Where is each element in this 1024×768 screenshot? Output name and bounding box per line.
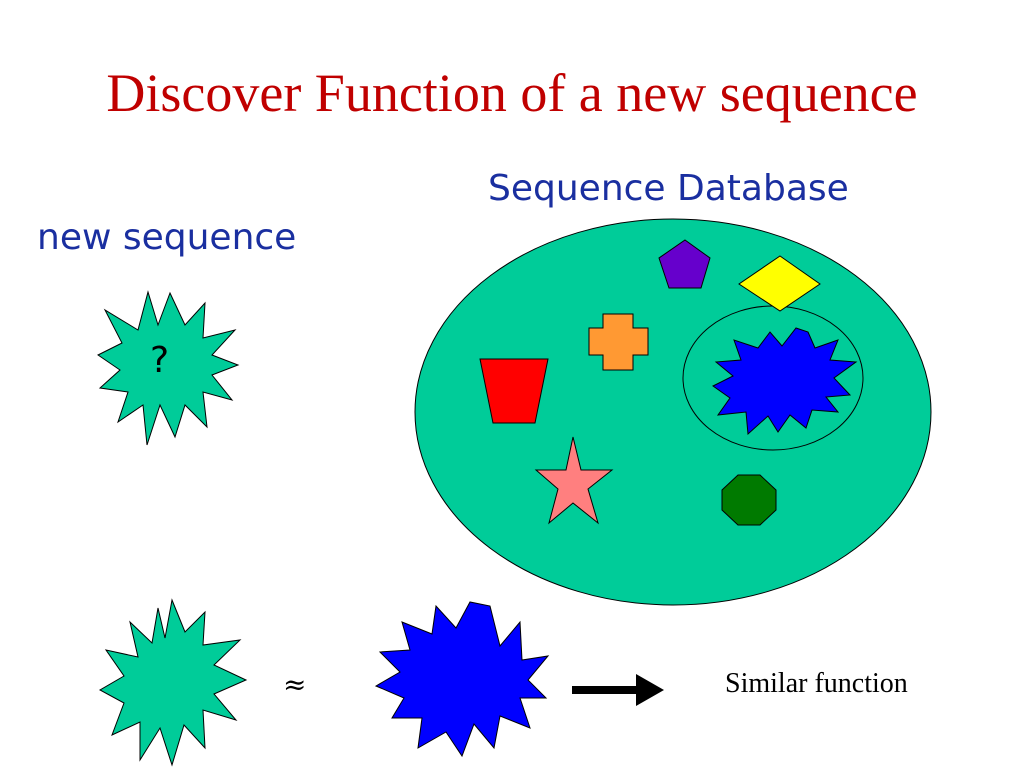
cross-icon — [588, 313, 649, 371]
bottom-match-starburst-icon — [374, 601, 550, 758]
database-ellipse — [414, 218, 932, 606]
bottom-query-starburst-icon — [98, 598, 248, 767]
octagon-icon — [721, 474, 777, 526]
trapezoid-icon — [479, 358, 549, 424]
diamond-icon — [738, 255, 821, 312]
star-icon — [534, 436, 614, 525]
database-match-starburst-icon — [712, 327, 858, 436]
new-sequence-label: new sequence — [37, 217, 297, 258]
approx-symbol: ≈ — [283, 668, 307, 701]
slide-title: Discover Function of a new sequence — [106, 63, 918, 123]
arrow-right-icon — [572, 674, 664, 706]
similar-function-label: Similar function — [725, 668, 908, 699]
pentagon-icon — [658, 239, 711, 289]
query-starburst-icon — [97, 290, 240, 446]
query-mark: ? — [150, 340, 170, 381]
database-label: Sequence Database — [488, 168, 849, 209]
